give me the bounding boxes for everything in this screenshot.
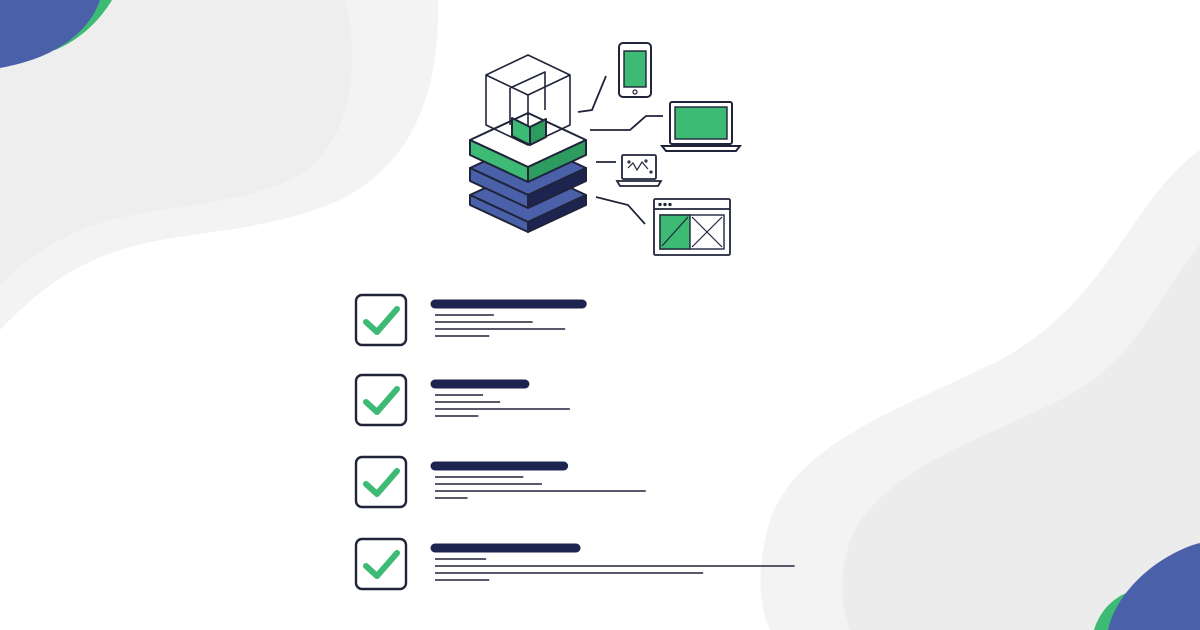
connector-lines — [577, 75, 663, 225]
checkbox[interactable] — [354, 293, 408, 347]
bg-blob-top-left-inner — [0, 0, 353, 285]
checklist-item — [354, 373, 570, 427]
corner-blob-blue-top-left — [0, 0, 100, 68]
laptop-icon — [659, 101, 743, 152]
checkmark-icon — [363, 386, 400, 415]
checkbox[interactable] — [354, 455, 408, 509]
server-layer-bottom-right — [527, 194, 587, 233]
checklist-item — [354, 293, 587, 347]
checklist — [354, 293, 795, 591]
inner-cube-green-side — [529, 118, 547, 146]
server-stack-icon — [469, 54, 587, 233]
checkbox[interactable] — [354, 373, 408, 427]
smartphone-icon — [618, 42, 652, 98]
checklist-item — [354, 537, 795, 591]
checklist-item — [354, 455, 646, 509]
checkmark-icon — [363, 550, 400, 579]
checkbox[interactable] — [354, 537, 408, 591]
mini-laptop-icon — [615, 154, 663, 187]
corner-blob-blue-bottom-right — [1108, 543, 1200, 630]
checkmark-icon — [363, 468, 400, 497]
server-layer-middle-right — [527, 167, 587, 209]
browser-window-icon — [653, 198, 731, 256]
checkmark-icon — [363, 306, 400, 335]
server-layer-top-right — [527, 139, 587, 183]
bg-blob-bottom-right-inner — [842, 245, 1200, 630]
